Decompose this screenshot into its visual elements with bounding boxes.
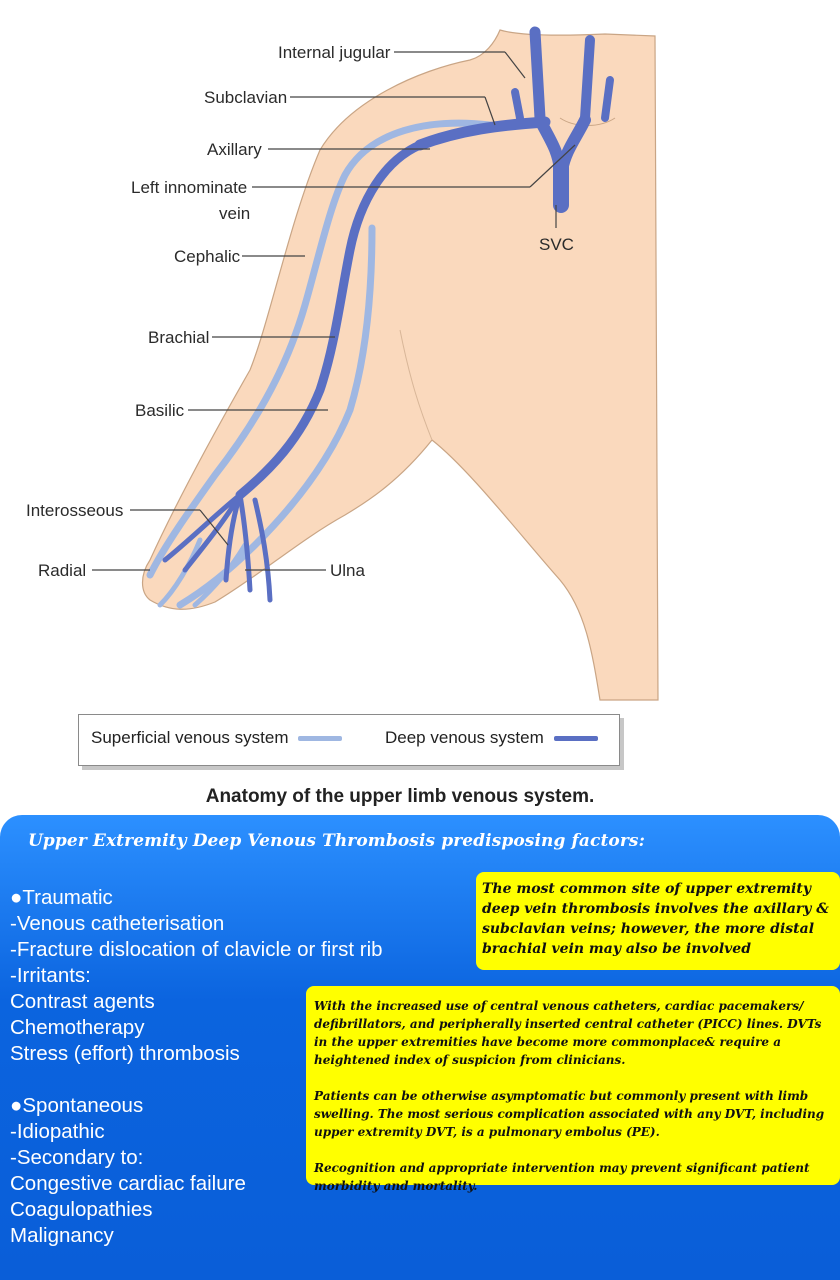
note-paragraph: With the increased use of central venous…: [314, 999, 822, 1067]
factor-item: Contrast agents: [10, 990, 155, 1013]
factor-item: Stress (effort) thrombosis: [10, 1042, 240, 1065]
venous-anatomy-diagram: Internal jugular Subclavian Axillary Lef…: [26, 26, 659, 701]
leader-lines: [92, 51, 576, 571]
forearm-deep-5: [252, 497, 273, 603]
forearm-superficial-2: [157, 537, 203, 608]
info-panel: Upper Extremity Deep Venous Thrombosis p…: [0, 815, 840, 1280]
label-cephalic: Cephalic: [174, 247, 241, 266]
factor-item: -Secondary to:: [10, 1146, 144, 1169]
right-jugular-vein: [580, 35, 595, 123]
label-axillary: Axillary: [207, 140, 262, 159]
label-subclavian: Subclavian: [204, 88, 287, 107]
superficial-swatch: [298, 736, 343, 742]
small-branch-1: [511, 88, 524, 122]
factor-item: Congestive cardiac failure: [10, 1172, 246, 1195]
legend: Superficial venous system Deep venous sy…: [78, 714, 620, 766]
factor-item: ●Traumatic: [10, 886, 113, 909]
factor-item: -Venous catheterisation: [10, 912, 225, 935]
label-internal-jugular: Internal jugular: [278, 43, 391, 62]
label-radial: Radial: [38, 561, 86, 580]
common-site-note: The most common site of upper extremity …: [476, 872, 840, 970]
label-interosseous: Interosseous: [26, 501, 123, 520]
note-paragraph: Patients can be otherwise asymptomatic b…: [314, 1089, 825, 1139]
label-ulna: Ulna: [330, 561, 366, 580]
forearm-deep-2: [182, 492, 243, 573]
label-basilic: Basilic: [135, 401, 185, 420]
legend-superficial: Superficial venous system: [91, 728, 343, 748]
panel-title: Upper Extremity Deep Venous Thrombosis p…: [28, 831, 645, 851]
factor-item: -Fracture dislocation of clavicle or fir…: [10, 938, 383, 961]
legend-deep-label: Deep venous system: [385, 728, 544, 747]
small-branch-2: [601, 76, 614, 122]
subclavian-vein: [414, 116, 551, 151]
clinical-notes: With the increased use of central venous…: [306, 986, 840, 1193]
factor-item: -Irritants:: [10, 964, 91, 987]
internal-jugular-vein: [529, 26, 546, 124]
factor-item: Coagulopathies: [10, 1198, 153, 1221]
note-paragraph: Recognition and appropriate intervention…: [314, 1161, 810, 1193]
elbow-crease: [399, 329, 433, 441]
factor-item: -Idiopathic: [10, 1120, 105, 1143]
diagram-caption: Anatomy of the upper limb venous system.: [205, 786, 595, 807]
axillary-brachial-vein: [235, 140, 425, 500]
label-svc: SVC: [539, 235, 574, 254]
factor-item: ●Spontaneous: [10, 1094, 144, 1117]
forearm-superficial-1: [192, 542, 248, 608]
label-left-innominate-vein: vein: [219, 204, 250, 223]
label-left-innominate: Left innominate: [131, 178, 247, 197]
factor-item: Malignancy: [10, 1224, 114, 1247]
deep-swatch: [553, 736, 598, 742]
forearm-deep-4: [162, 492, 243, 563]
factor-item: Chemotherapy: [10, 1016, 145, 1039]
factors-list: ●Traumatic -Venous catheterisation -Frac…: [10, 885, 383, 1249]
forearm-deep-3: [237, 492, 253, 593]
cephalic-vein: [146, 119, 494, 579]
deep-veins: [162, 26, 614, 603]
legend-superficial-label: Superficial venous system: [91, 728, 289, 747]
label-brachial: Brachial: [148, 328, 209, 347]
legend-deep: Deep venous system: [385, 728, 598, 748]
